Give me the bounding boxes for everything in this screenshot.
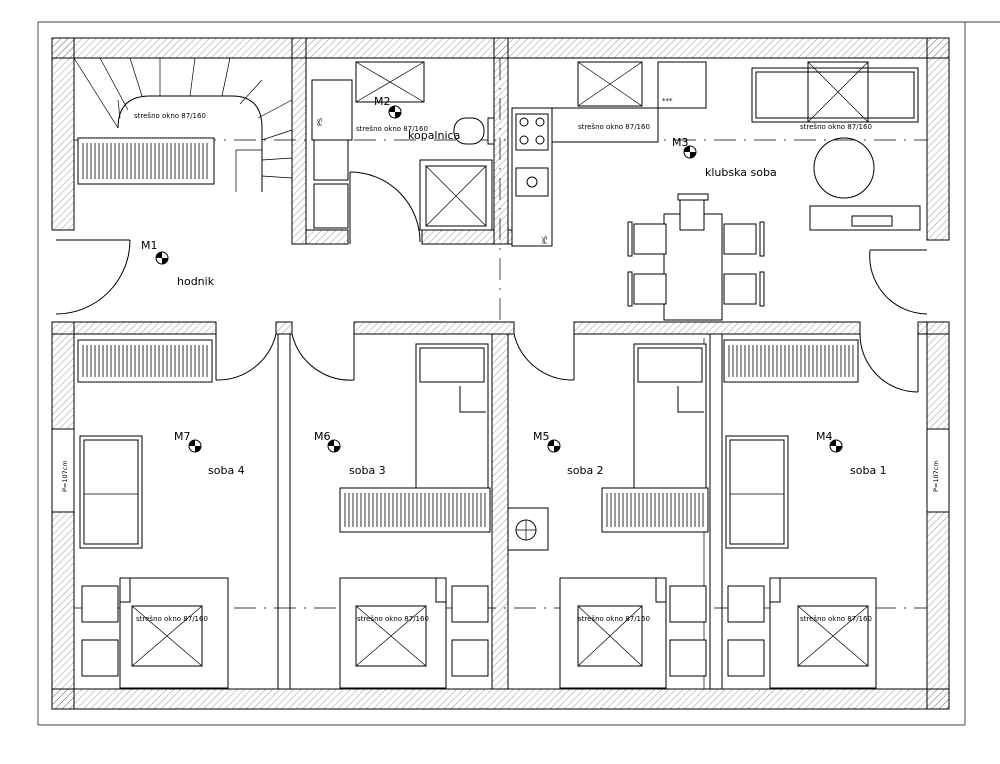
room-kopalnica: M2 kopalnica [374,95,460,142]
level-marker-icon [327,439,341,453]
duct-label: PS [541,236,549,244]
room-marker: M2 [374,95,391,108]
sheet-frame [37,21,1000,726]
room-furniture [79,435,789,677]
doors [55,239,928,393]
level-marker-icon [829,439,843,453]
room-name: soba 1 [850,464,887,477]
skylight-label: strešno okno 87/160 [800,123,872,131]
room-soba-1: M4 soba 1 [816,430,887,477]
room-marker: M4 [816,430,833,443]
side-windows [51,428,950,513]
room-marker: M3 [672,136,689,149]
skylight-label: strešno okno 87/160 [357,615,429,623]
skylights [131,61,869,667]
skylight-label: strešno okno 87/160 [136,615,208,623]
level-marker-icon [188,439,202,453]
bathroom [311,79,495,244]
wardrobes [77,137,859,533]
room-klubska: M3 klubska soba [672,136,777,179]
room-name: klubska soba [705,166,777,179]
skylight-label: strešno okno 87/160 [356,125,428,133]
skylight-label: strešno okno 87/160 [578,615,650,623]
room-marker: M5 [533,430,550,443]
beds [119,343,877,689]
window-label: P=107cm [61,460,69,492]
room-name: hodnik [177,275,215,288]
room-name: soba 3 [349,464,386,477]
room-soba-3: M6 soba 3 [314,430,386,477]
room-hodnik: M1 hodnik [141,239,215,288]
skylight-label: strešno okno 87/160 [800,615,872,623]
outer-walls [51,37,950,710]
level-marker-icon [155,251,169,265]
stove-label: *** [662,97,673,105]
kitchen [511,61,921,321]
level-marker-icon [547,439,561,453]
inner-walls [73,37,928,690]
staircase [73,57,293,192]
window-label: P=107cm [932,460,940,492]
room-soba-2: M5 soba 2 [533,430,604,477]
room-marker: M1 [141,239,158,252]
skylight-labels: strešno okno 87/160 strešno okno 87/160 … [134,112,872,623]
room-marker: M6 [314,430,331,443]
level-marker-icon [388,105,402,119]
room-soba-4: M7 soba 4 [174,430,245,477]
room-name: soba 2 [567,464,604,477]
room-name: soba 4 [208,464,245,477]
room-name: kopalnica [408,129,460,142]
skylight-label: strešno okno 87/160 [134,112,206,120]
skylight-label: strešno okno 87/160 [578,123,650,131]
level-marker-icon [683,145,697,159]
room-marker: M7 [174,430,191,443]
duct-label: PS [316,118,324,126]
